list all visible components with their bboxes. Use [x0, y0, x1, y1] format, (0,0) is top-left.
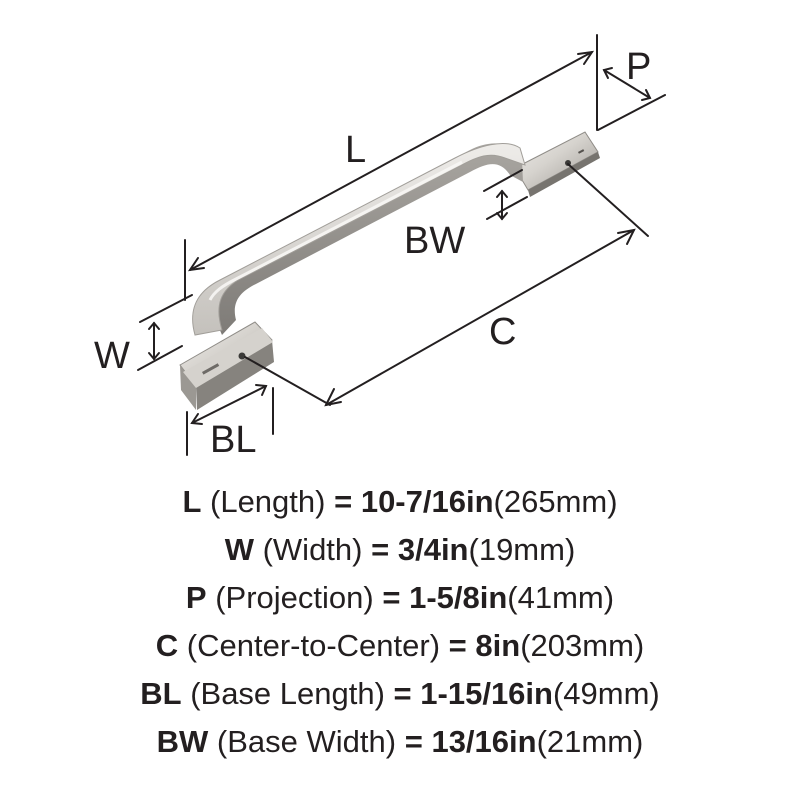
- spec-name: (Length): [210, 484, 326, 519]
- spec-projection: P (Projection) = 1-5/8in(41mm): [0, 574, 800, 622]
- dimension-W: [137, 294, 193, 371]
- spec-code: BL: [140, 676, 182, 711]
- right-base-plate: [514, 131, 600, 197]
- spec-name: (Width): [262, 532, 363, 567]
- spec-center-to-center: C (Center-to-Center) = 8in(203mm): [0, 622, 800, 670]
- spec-base-length: BL (Base Length) = 1-15/16in(49mm): [0, 670, 800, 718]
- spec-code: P: [185, 580, 207, 615]
- dimension-spec-list: L (Length) = 10-7/16in(265mm) W (Width) …: [0, 478, 800, 766]
- label-W: W: [94, 335, 130, 377]
- label-BL: BL: [210, 419, 256, 461]
- dimension-lines: [137, 34, 666, 456]
- dimension-C: [244, 163, 649, 407]
- spec-imperial-value: 10-7/16in: [360, 484, 494, 519]
- spec-imperial-value: 8in: [475, 628, 521, 663]
- spec-metric-value: (49mm): [552, 676, 660, 711]
- spec-equals: =: [334, 484, 353, 519]
- label-L: L: [345, 129, 366, 171]
- label-BW: BW: [404, 220, 465, 262]
- spec-imperial-value: 13/16in: [431, 724, 537, 759]
- spec-imperial-value: 1-15/16in: [420, 676, 553, 711]
- spec-equals: =: [448, 628, 467, 663]
- dimension-BW: [483, 169, 528, 221]
- left-base-plate: [179, 321, 274, 410]
- spec-imperial-value: 1-5/8in: [409, 580, 508, 615]
- handle-bar-side: [209, 143, 523, 335]
- spec-metric-value: (203mm): [520, 628, 645, 663]
- spec-metric-value: (41mm): [507, 580, 615, 615]
- cabinet-pull-image: [179, 131, 600, 410]
- spec-equals: =: [382, 580, 401, 615]
- spec-code: BW: [156, 724, 209, 759]
- left-screw-hole: [238, 352, 246, 360]
- label-C: C: [489, 311, 516, 353]
- label-P: P: [626, 46, 651, 88]
- dimension-BL: [186, 384, 274, 456]
- spec-equals: =: [404, 724, 423, 759]
- spec-code: C: [155, 628, 179, 663]
- spec-equals: =: [393, 676, 412, 711]
- spec-base-width: BW (Base Width) = 13/16in(21mm): [0, 718, 800, 766]
- spec-metric-value: (19mm): [468, 532, 576, 567]
- spec-equals: =: [371, 532, 390, 567]
- spec-code: L: [182, 484, 202, 519]
- spec-length: L (Length) = 10-7/16in(265mm): [0, 478, 800, 526]
- dimension-L: [184, 34, 598, 301]
- spec-name: (Base Width): [216, 724, 397, 759]
- spec-name: (Center-to-Center): [186, 628, 441, 663]
- spec-name: (Base Length): [190, 676, 385, 711]
- handle-bar-top: [192, 142, 526, 336]
- spec-imperial-value: 3/4in: [397, 532, 469, 567]
- spec-width: W (Width) = 3/4in(19mm): [0, 526, 800, 574]
- spec-metric-value: (265mm): [493, 484, 618, 519]
- dimension-P: [597, 67, 666, 131]
- spec-metric-value: (21mm): [536, 724, 644, 759]
- spec-code: W: [224, 532, 254, 567]
- spec-name: (Projection): [215, 580, 374, 615]
